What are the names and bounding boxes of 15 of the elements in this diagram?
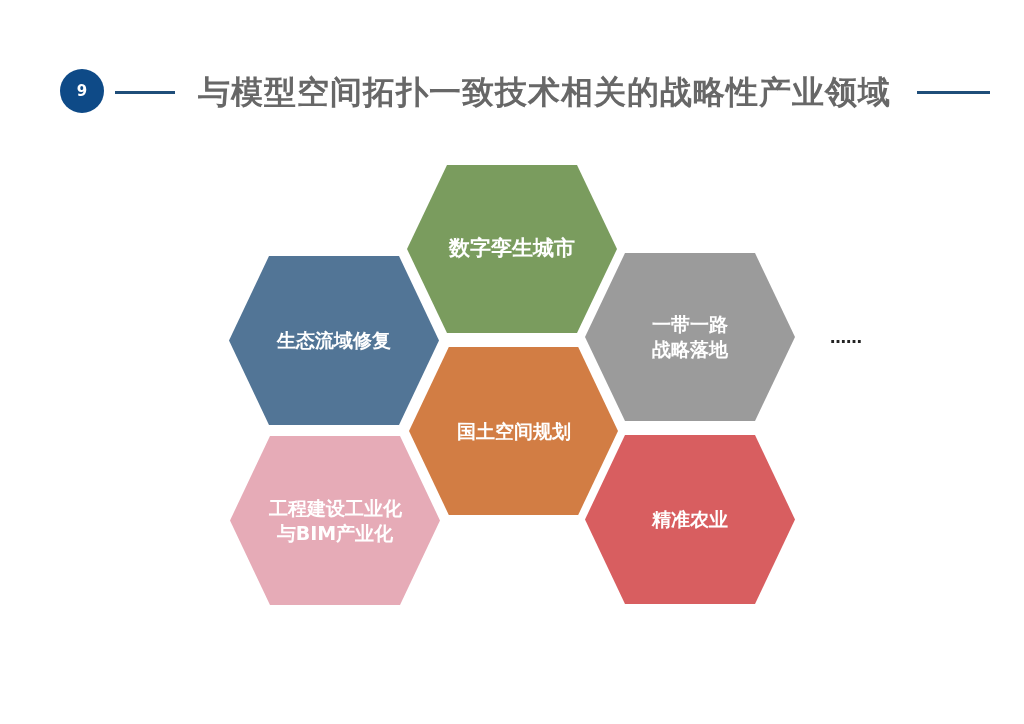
title: 与模型空间拓扑一致技术相关的战略性产业领域: [197, 72, 891, 113]
hexagon: [585, 435, 795, 604]
hexagon: [585, 253, 795, 421]
hexagon: [230, 436, 440, 605]
ellipsis: ……: [830, 328, 862, 347]
hexagon-label: 数字孪生城市: [449, 235, 575, 263]
hexagon-label: 国土空间规划: [456, 418, 571, 444]
hexagon: [407, 165, 617, 333]
hexagon-label: 生态流域修复: [277, 328, 391, 353]
hexagon: [229, 256, 439, 425]
section-number-badge: 9: [60, 69, 104, 113]
hexagon: [409, 347, 618, 515]
hexagon-label: 一带一路战略落地: [651, 312, 729, 362]
hexagon-label: 工程建设工业化与BIM产业化: [267, 495, 403, 546]
hexagon-label: 精准农业: [652, 507, 728, 532]
